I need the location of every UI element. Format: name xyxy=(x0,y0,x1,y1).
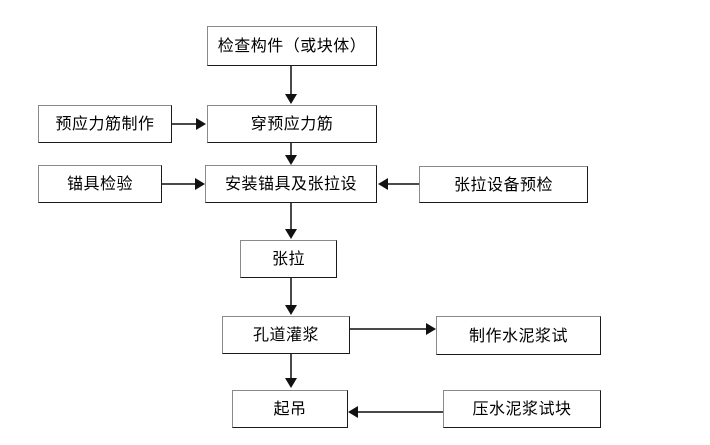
node-thread-tendon[interactable]: 穿预应力筋 xyxy=(207,105,377,143)
arrowhead-tendonmake-to-thread xyxy=(196,118,206,130)
connector-tendonmake-to-thread xyxy=(172,123,198,125)
connector-tensioning-to-grouting xyxy=(290,278,292,307)
node-label: 锚具检验 xyxy=(66,174,133,193)
node-label: 安装锚具及张拉设 xyxy=(224,174,357,193)
node-tensioning-equipment-precheck[interactable]: 张拉设备预检 xyxy=(419,166,588,203)
connector-anchorcheck-to-installanchor xyxy=(162,183,198,185)
node-label: 孔道灌浆 xyxy=(252,325,319,344)
node-anchorage-inspection[interactable]: 锚具检验 xyxy=(38,165,162,203)
connector-equipprecheck-to-installanchor xyxy=(388,183,420,185)
node-label: 预应力筋制作 xyxy=(55,114,155,133)
arrowhead-tensioning-to-grouting xyxy=(285,305,297,315)
arrowhead-equipprecheck-to-installanchor xyxy=(378,178,388,190)
node-tendon-fabrication[interactable]: 预应力筋制作 xyxy=(38,105,172,143)
node-label: 制作水泥浆试 xyxy=(468,325,568,345)
arrowhead-presssample-to-hoisting xyxy=(348,406,358,418)
node-inspect-component[interactable]: 检查构件（或块体） xyxy=(207,26,377,66)
node-hoisting[interactable]: 起吊 xyxy=(232,390,348,428)
connector-inspect-to-thread xyxy=(290,66,292,96)
arrowhead-grouting-to-hoisting xyxy=(285,378,297,388)
node-label: 张拉 xyxy=(271,249,305,268)
node-label: 压水泥浆试块 xyxy=(472,399,572,418)
node-tensioning[interactable]: 张拉 xyxy=(240,240,337,278)
node-label: 起吊 xyxy=(273,399,307,418)
arrowhead-grouting-to-makesample xyxy=(426,323,436,335)
arrowhead-installanchor-to-tensioning xyxy=(285,229,297,239)
arrowhead-thread-to-installanchor xyxy=(285,155,297,165)
node-duct-grouting[interactable]: 孔道灌浆 xyxy=(222,316,350,354)
node-label: 检查构件（或块体） xyxy=(217,36,367,55)
arrowhead-anchorcheck-to-installanchor xyxy=(195,178,205,190)
connector-grouting-to-makesample xyxy=(350,328,428,330)
arrowhead-inspect-to-thread xyxy=(285,94,297,104)
node-press-cement-grout-sample[interactable]: 压水泥浆试块 xyxy=(443,390,601,428)
connector-presssample-to-hoisting xyxy=(358,411,444,413)
connector-thread-to-installanchor xyxy=(290,143,292,157)
node-label: 穿预应力筋 xyxy=(250,114,334,133)
node-install-anchorage-and-tensioning-equipment[interactable]: 安装锚具及张拉设 xyxy=(205,165,377,203)
connector-installanchor-to-tensioning xyxy=(290,203,292,231)
node-label: 张拉设备预检 xyxy=(453,174,553,194)
connector-grouting-to-hoisting xyxy=(290,354,292,380)
node-make-cement-grout-sample[interactable]: 制作水泥浆试 xyxy=(436,316,601,355)
